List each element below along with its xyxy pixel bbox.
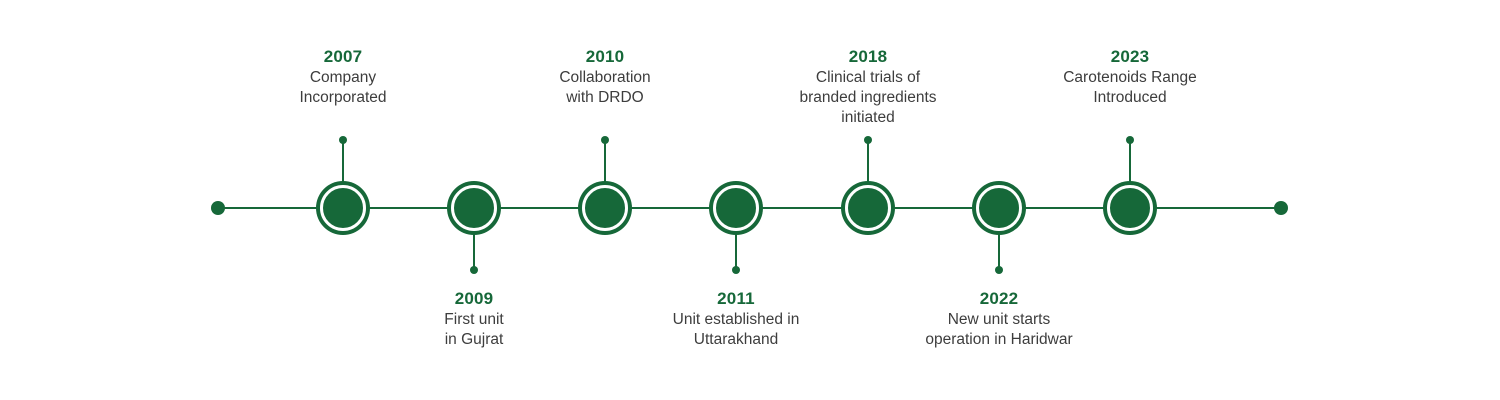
milestone-description: First unit in Gujrat	[444, 311, 504, 348]
milestone-label: 2018 Clinical trials of branded ingredie…	[748, 46, 988, 128]
milestone-label: 2023 Carotenoids Range Introduced	[1010, 46, 1250, 108]
milestone-year: 2018	[848, 47, 888, 66]
timeline-start-dot	[211, 201, 225, 215]
milestone-description: Unit established in Uttarakhand	[672, 311, 800, 348]
milestone-label: 2009 First unit in Gujrat	[354, 288, 594, 350]
connector-tip-dot	[995, 266, 1003, 274]
connector-tip-dot	[601, 136, 609, 144]
milestone-year: 2022	[979, 289, 1019, 308]
milestone-2023: 2023 Carotenoids Range Introduced	[1010, 0, 1250, 400]
connector-tip-dot	[339, 136, 347, 144]
connector-tip-dot	[864, 136, 872, 144]
milestone-2007: 2007 Company Incorporated	[223, 0, 463, 400]
connector-stem	[867, 143, 869, 182]
connector-stem	[998, 234, 1000, 268]
connector-stem	[735, 234, 737, 268]
timeline-end-dot	[1274, 201, 1288, 215]
milestone-label: 2022 New unit starts operation in Haridw…	[879, 288, 1119, 350]
milestone-description: Collaboration with DRDO	[559, 69, 651, 106]
milestone-label: 2011 Unit established in Uttarakhand	[616, 288, 856, 350]
connector-stem	[473, 234, 475, 268]
connector-tip-dot	[470, 266, 478, 274]
milestone-2022: 2022 New unit starts operation in Haridw…	[879, 0, 1119, 400]
milestone-year: 2011	[717, 289, 755, 308]
milestone-description: Clinical trials of branded ingredients i…	[799, 69, 937, 126]
milestone-year: 2010	[585, 47, 625, 66]
connector-stem	[342, 143, 344, 182]
timeline-axis-line	[218, 207, 1281, 209]
milestone-2011: 2011 Unit established in Uttarakhand	[616, 0, 856, 400]
milestone-year: 2007	[323, 47, 363, 66]
milestone-year: 2009	[454, 289, 494, 308]
connector-tip-dot	[732, 266, 740, 274]
milestone-year: 2023	[1110, 47, 1150, 66]
milestone-description: Company Incorporated	[299, 69, 387, 106]
milestone-2018: 2018 Clinical trials of branded ingredie…	[748, 0, 988, 400]
connector-stem	[1129, 143, 1131, 182]
milestone-description: New unit starts operation in Haridwar	[925, 311, 1073, 348]
milestone-2009: 2009 First unit in Gujrat	[354, 0, 594, 400]
milestone-description: Carotenoids Range Introduced	[1063, 69, 1197, 106]
connector-stem	[604, 143, 606, 182]
milestone-label: 2010 Collaboration with DRDO	[485, 46, 725, 108]
milestone-label: 2007 Company Incorporated	[223, 46, 463, 108]
connector-tip-dot	[1126, 136, 1134, 144]
milestone-2010: 2010 Collaboration with DRDO	[485, 0, 725, 400]
